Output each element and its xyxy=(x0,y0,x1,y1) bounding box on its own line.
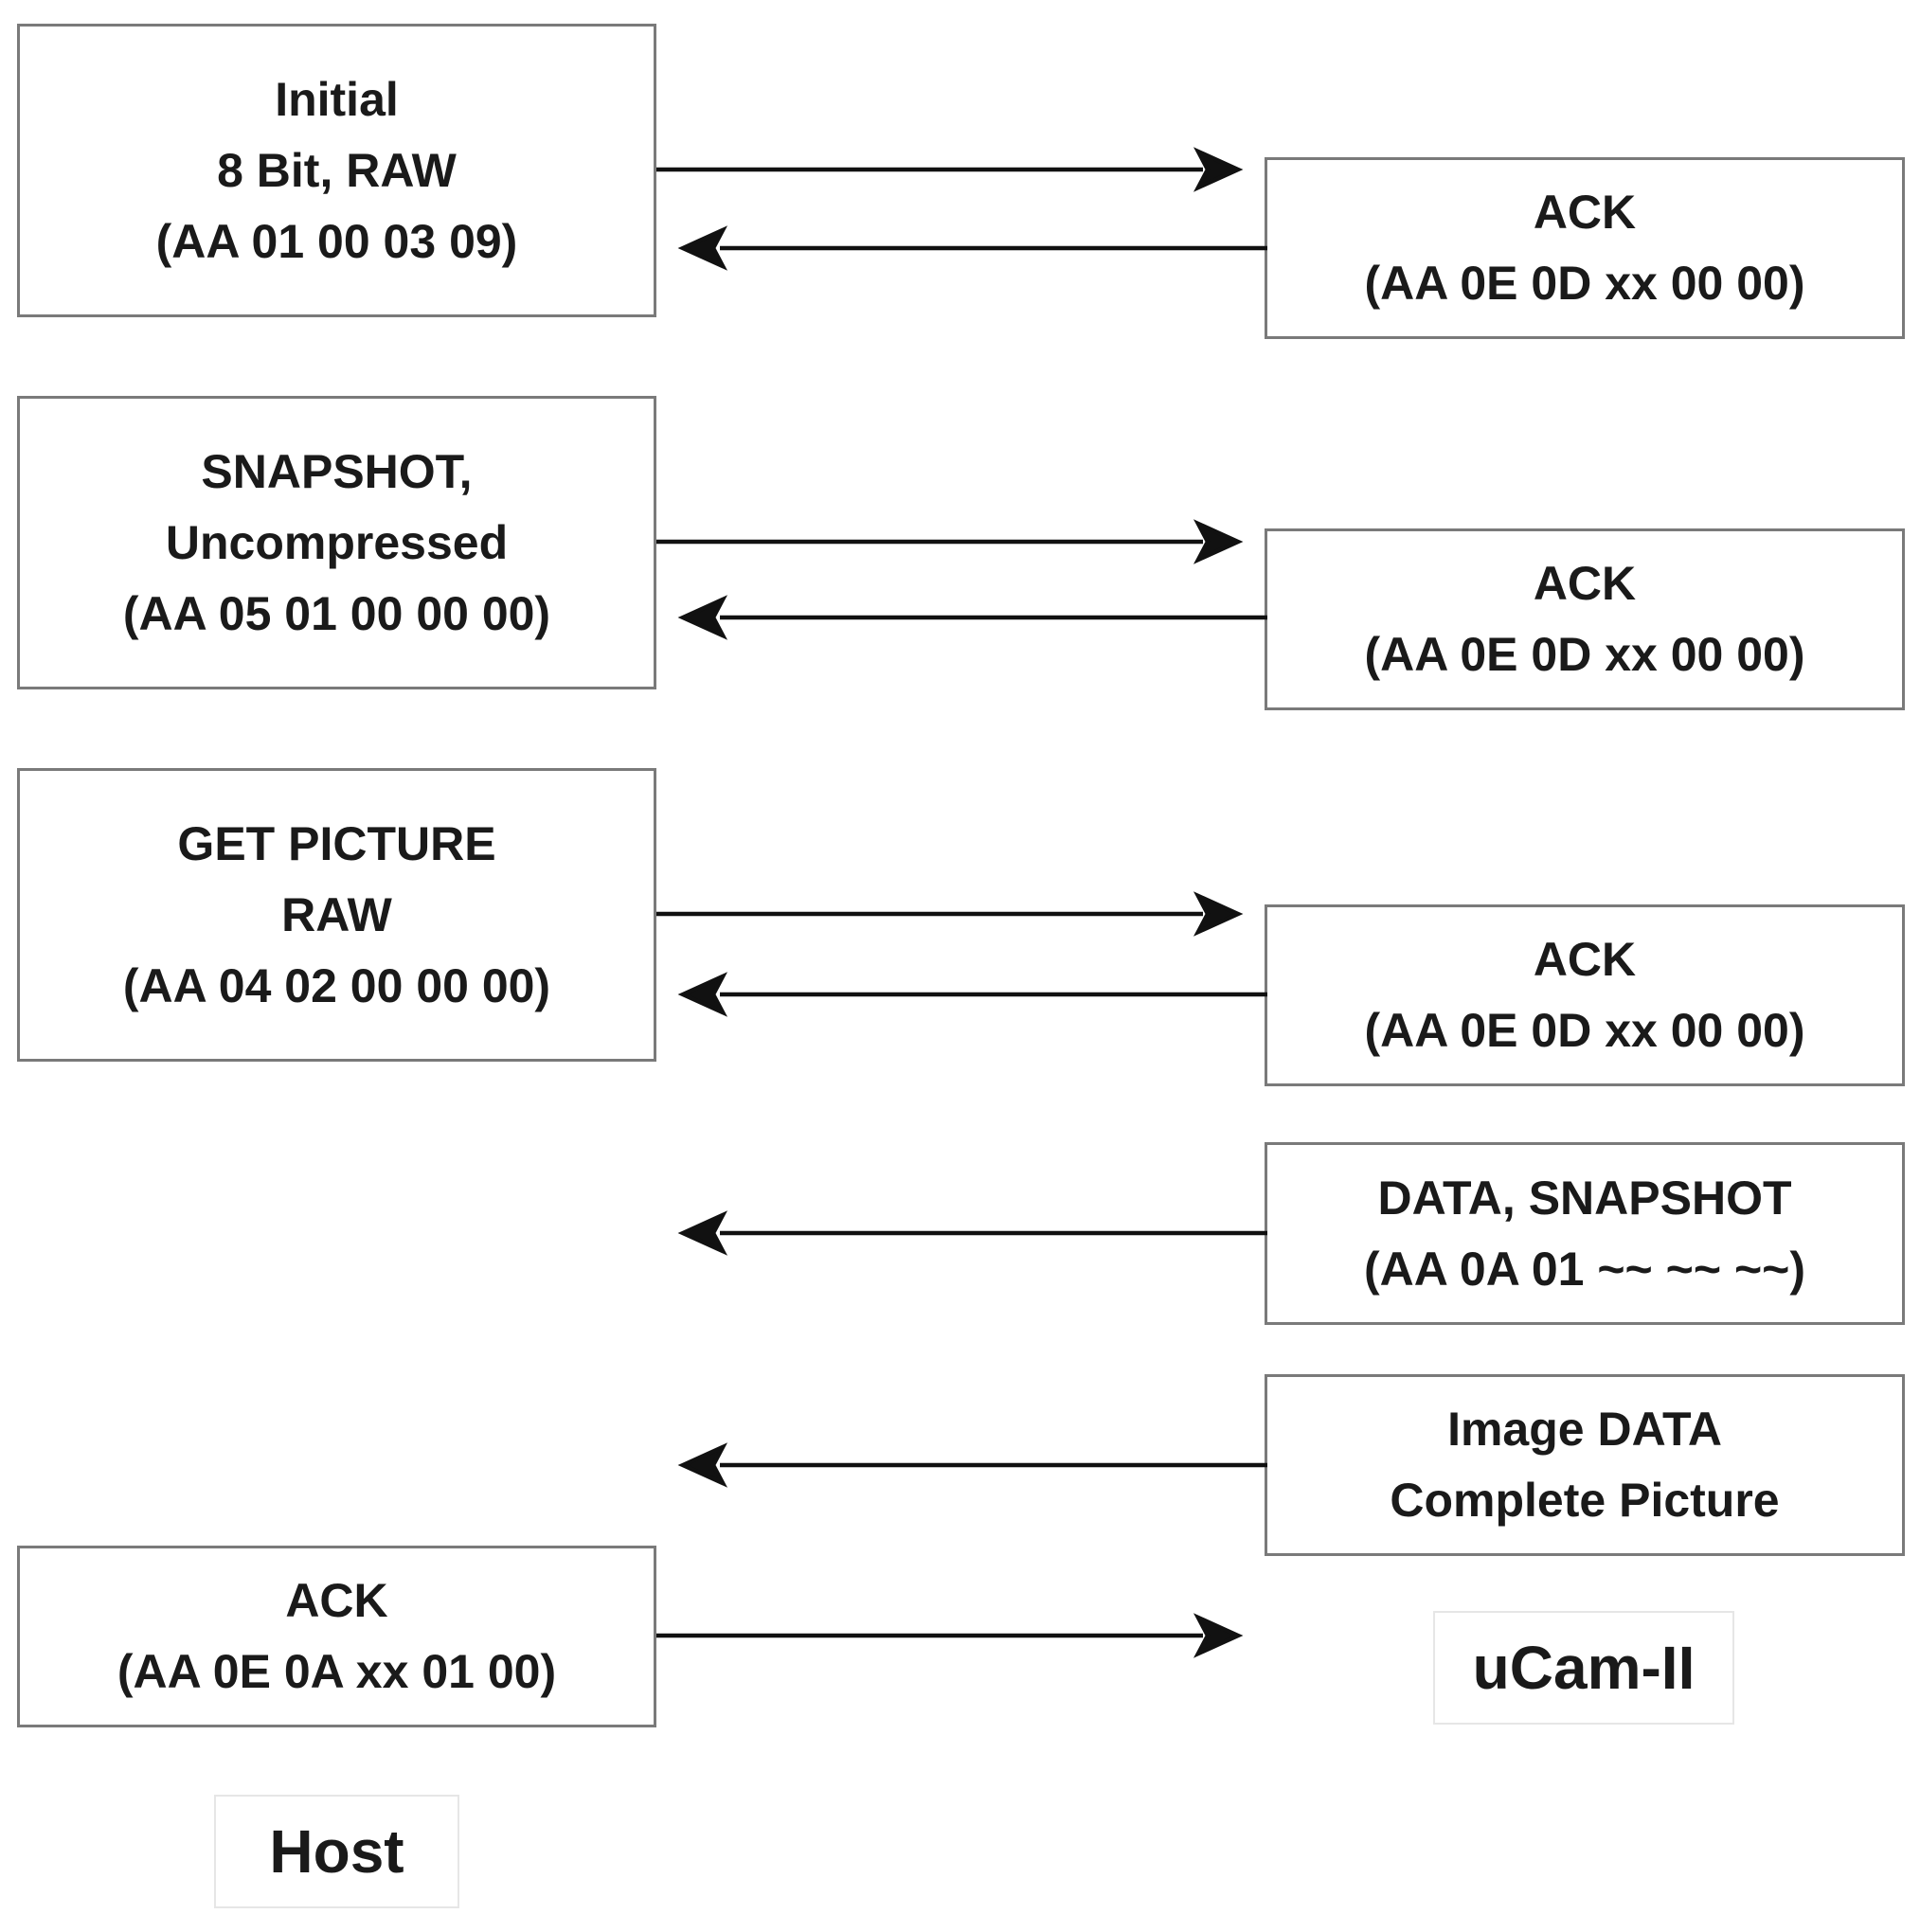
arrowhead-right-icon xyxy=(1193,519,1244,564)
host-message-snapshot: SNAPSHOT, Uncompressed (AA 05 01 00 00 0… xyxy=(17,396,656,689)
camera-message-image-data: Image DATA Complete Picture xyxy=(1265,1374,1905,1556)
camera-message-ack-3: ACK (AA 0E 0D xx 00 00) xyxy=(1265,904,1905,1086)
message-line: (AA 0A 01 ~~ ~~ ~~) xyxy=(1364,1242,1805,1296)
message-line: (AA 05 01 00 00 00) xyxy=(122,586,551,640)
message-line: (AA 0E 0D xx 00 00) xyxy=(1364,1004,1805,1057)
message-line: SNAPSHOT, xyxy=(201,444,473,498)
arrowhead-left-icon xyxy=(677,1442,728,1488)
message-line: Uncompressed xyxy=(165,515,509,569)
host-message-get-picture: GET PICTURE RAW (AA 04 02 00 00 00) xyxy=(17,768,656,1062)
camera-label: uCam-II xyxy=(1433,1611,1734,1725)
camera-message-ack-1: ACK (AA 0E 0D xx 00 00) xyxy=(1265,157,1905,339)
arrowhead-left-icon xyxy=(677,595,728,640)
camera-message-ack-2: ACK (AA 0E 0D xx 00 00) xyxy=(1265,528,1905,710)
message-line: Complete Picture xyxy=(1390,1474,1780,1527)
message-line: (AA 04 02 00 00 00) xyxy=(122,958,551,1012)
arrowhead-left-icon xyxy=(677,972,728,1017)
message-line: Initial xyxy=(275,72,399,126)
host-message-initial: Initial 8 Bit, RAW (AA 01 00 03 09) xyxy=(17,24,656,317)
host-message-ack: ACK (AA 0E 0A xx 01 00) xyxy=(17,1546,656,1727)
message-line: 8 Bit, RAW xyxy=(217,143,457,197)
arrowhead-left-icon xyxy=(677,225,728,271)
arrowhead-right-icon xyxy=(1193,1613,1244,1658)
arrowhead-right-icon xyxy=(1193,891,1244,937)
camera-message-data-snapshot: DATA, SNAPSHOT (AA 0A 01 ~~ ~~ ~~) xyxy=(1265,1142,1905,1325)
message-line: ACK xyxy=(1533,933,1637,986)
message-line: (AA 0E 0D xx 00 00) xyxy=(1364,628,1805,681)
message-line: ACK xyxy=(1533,186,1637,239)
arrowhead-right-icon xyxy=(1193,147,1244,192)
message-line: ACK xyxy=(1533,557,1637,610)
message-line: Image DATA xyxy=(1447,1403,1722,1456)
message-line: RAW xyxy=(281,887,392,941)
message-line: GET PICTURE xyxy=(177,816,496,870)
message-line: DATA, SNAPSHOT xyxy=(1377,1171,1792,1225)
message-line: (AA 0E 0D xx 00 00) xyxy=(1364,257,1805,310)
arrowhead-left-icon xyxy=(677,1210,728,1256)
message-line: ACK xyxy=(285,1574,388,1627)
host-label: Host xyxy=(214,1795,459,1908)
message-line: (AA 01 00 03 09) xyxy=(155,214,518,268)
message-line: (AA 0E 0A xx 01 00) xyxy=(117,1645,557,1698)
